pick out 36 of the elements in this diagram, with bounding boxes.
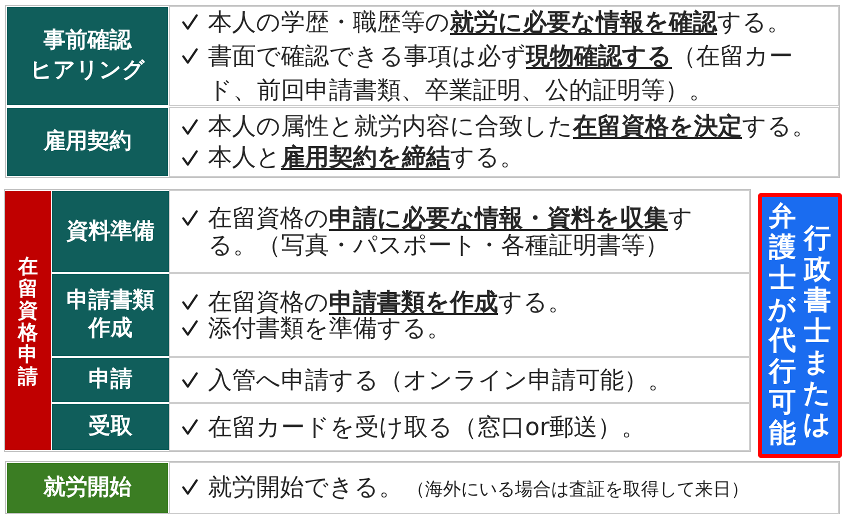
- step-header: [52, 404, 169, 450]
- step-header: [7, 7, 168, 105]
- bullet-text: 入管へ申請する（オンライン申請可能）。: [208, 366, 672, 394]
- bullet-text: 書面で確認できる事項は必ず現物確認する（在留カード、前回申請書類、卒業証明、公的証明等）。: [208, 42, 793, 104]
- description-panel: [169, 462, 839, 514]
- bullet-text: 在留資格の申請に必要な情報・資料を収集する。（写真・パスポート・各種証明書等）: [208, 204, 693, 258]
- description-panel: [169, 403, 750, 451]
- step-title: 就労開始: [44, 474, 132, 502]
- bullet-text: 在留資格の申請書類を作成する。: [208, 288, 572, 316]
- step-title: 申請: [88, 366, 132, 394]
- step-title: 事前確認: [44, 27, 132, 55]
- bullet-text: 添付書類を準備する。: [208, 314, 451, 342]
- callout-panel: [758, 193, 842, 458]
- step-header: [7, 108, 168, 176]
- bullet-text: 本人と雇用契約を締結する。: [208, 143, 524, 171]
- step-header: [52, 274, 169, 356]
- step-title: 資料準備: [66, 218, 154, 246]
- vertical-title: 在留資格申請: [18, 254, 38, 386]
- note-text: （海外にいる場合は査証を取得して来日）: [407, 478, 749, 500]
- bullet-text: 在留カードを受け取る（窓口or郵送）。: [208, 413, 646, 441]
- bullet-text: 就労開始できる。: [208, 472, 403, 500]
- description-panel: [169, 6, 839, 106]
- bullet-text: 本人の学歴・職歴等の就労に必要な情報を確認する。: [208, 8, 791, 36]
- step-title: 受取: [88, 413, 132, 441]
- step-header: [52, 191, 169, 272]
- step-title: 申請書類作成: [66, 287, 156, 343]
- description-panel: [169, 107, 839, 177]
- step-header: [52, 358, 169, 402]
- description-panel: [169, 273, 750, 357]
- bullet-text: 本人の属性と就労内容に合致した在留資格を決定する。: [208, 112, 816, 140]
- step-title: 雇用契約: [44, 128, 132, 156]
- description-panel: [169, 190, 750, 273]
- step-header: [7, 463, 168, 513]
- category-band: [5, 191, 51, 450]
- description-panel: [169, 357, 750, 403]
- step-title: ヒアリング: [30, 57, 145, 85]
